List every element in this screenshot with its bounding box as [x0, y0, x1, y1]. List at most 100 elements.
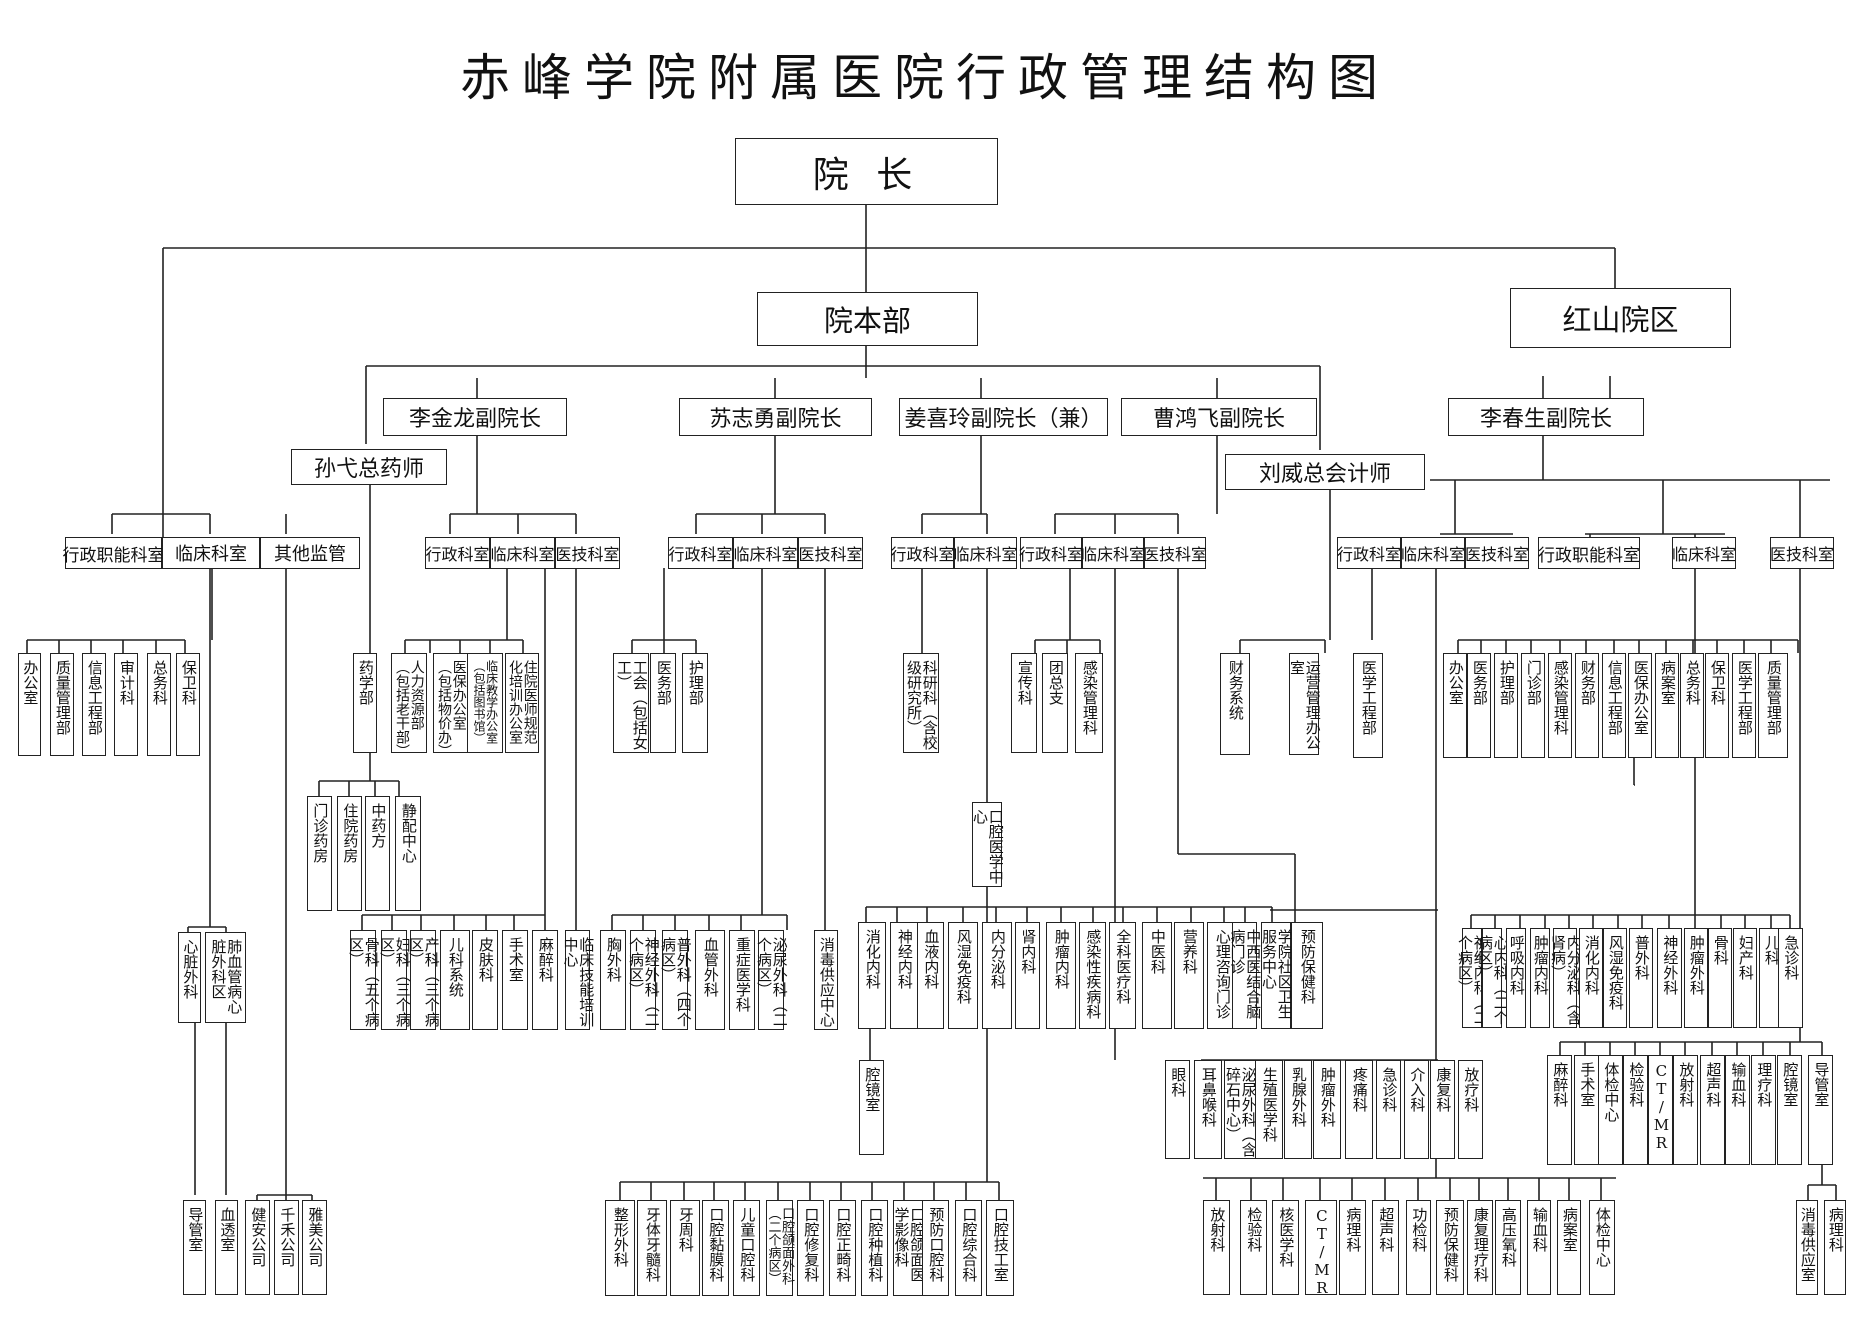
group-g1a: 行政职能科室: [63, 537, 165, 569]
dept-box: 腔镜室: [1777, 1055, 1802, 1165]
dept-box: 医学工程部: [1732, 653, 1756, 758]
dept-label: 导管室: [1812, 1062, 1831, 1107]
dept-label: 中医科: [1148, 929, 1167, 974]
node-main-campus: 院本部: [757, 292, 978, 346]
dept-box: 介入科: [1404, 1060, 1429, 1159]
dept-box: 妇科（三个病区）: [378, 930, 412, 1030]
dept-label: 麻醉科: [1551, 1062, 1570, 1107]
dept-label: 住院药房: [341, 803, 360, 863]
dept-label: 呼吸内科: [1507, 935, 1526, 995]
dept-box: 功检科: [1406, 1200, 1431, 1295]
dept-box: 麻醉科: [532, 930, 558, 1030]
dept-box: 康复理疗科: [1467, 1200, 1493, 1295]
dept-label: 功检科: [1410, 1207, 1429, 1252]
dept-box: 消毒供应中心: [814, 930, 838, 1030]
group-g6c: 医技科室: [1465, 537, 1529, 569]
dept-box: 门诊部: [1521, 653, 1545, 758]
dept-box: 保卫科: [176, 653, 200, 756]
dept-box: 口腔正畸科: [829, 1200, 856, 1296]
dept-box: 急诊科: [1778, 928, 1803, 1028]
dept-box: 体检中心: [1589, 1200, 1615, 1295]
dept-box: 雅美公司: [302, 1200, 327, 1295]
dept-label: 医保办公室: [1631, 660, 1650, 735]
dept-box: 导管室: [183, 1200, 206, 1295]
dept-box: 神经外科: [1657, 928, 1682, 1028]
dept-box: 普外科: [1629, 928, 1653, 1028]
dept-box: 导管室: [1808, 1055, 1833, 1165]
dept-label: 牙周科: [676, 1207, 695, 1252]
dept-box: 牙体牙髓科: [637, 1200, 667, 1296]
dept-label: 检验科: [1245, 1207, 1264, 1252]
dept-label: 心脏外科: [181, 939, 200, 999]
dept-box: 普外科（四个病区）: [659, 930, 693, 1030]
dept-label: 整形外科: [611, 1207, 630, 1267]
dept-box: 理疗科: [1751, 1055, 1776, 1165]
dept-box: 口腔种植科: [861, 1200, 888, 1296]
dept-label: 血液内科: [922, 929, 941, 989]
dept-box: 儿科系统: [440, 930, 470, 1030]
dept-box: CT/MR: [1648, 1055, 1673, 1165]
dept-box: 疼痛科: [1345, 1060, 1373, 1159]
dept-box: 肿瘤内科: [1046, 922, 1076, 1029]
dept-box: 信息工程部: [1602, 653, 1626, 758]
dept-label: 宣传科: [1015, 660, 1034, 705]
dept-box: 口腔颌面外科（二个病区）: [766, 1200, 794, 1296]
dept-label: 神经外科（二个病区）: [627, 937, 661, 1027]
dept-box: 耳鼻喉科: [1194, 1060, 1222, 1159]
dept-label: 检验科: [1627, 1062, 1646, 1107]
dept-label: 人力资源部（包括老干部）: [394, 660, 425, 758]
dept-label: 住院医师规范化培训办公室: [507, 660, 538, 744]
dept-label: 急诊科: [1782, 935, 1801, 980]
dept-label: 保卫科: [179, 660, 198, 705]
dept-box: 总务科: [147, 653, 171, 756]
dept-label: 病案室: [1658, 660, 1677, 705]
dept-box: 感染性疾病科: [1079, 922, 1106, 1029]
dept-box: 高压氧科: [1495, 1200, 1521, 1295]
dept-label: 预防保健科: [1441, 1207, 1460, 1282]
dept-label: 心内科（二个病区）: [1476, 935, 1510, 1025]
dept-label: 导管室: [186, 1207, 205, 1252]
dept-label: 消毒供应中心: [817, 937, 836, 1027]
dept-box: 麻醉科: [1547, 1055, 1572, 1165]
dept-label: 输血科: [1530, 1207, 1549, 1252]
dept-box: 血透室: [215, 1200, 238, 1295]
dept-box: 胸外科: [600, 930, 626, 1030]
dept-box: 住院医师规范化培训办公室: [505, 653, 539, 753]
dept-label: 中西医结合脑病门诊: [1228, 929, 1263, 1019]
dept-label: 儿童口腔科: [738, 1207, 757, 1282]
dept-label: 肾内科: [1019, 929, 1038, 974]
dept-label: 医保办公室（包括物价办）: [436, 660, 467, 758]
group-g2a: 行政科室: [425, 537, 490, 569]
group-g3b: 临床科室: [733, 537, 798, 569]
group-g2b: 临床科室: [490, 537, 555, 569]
dept-label: 骨科: [1711, 935, 1730, 965]
dept-label: 介入科: [1408, 1067, 1427, 1112]
dept-box: 生殖医学科: [1255, 1060, 1283, 1159]
dept-label: 肿瘤外科: [1687, 935, 1706, 995]
dept-box: 牙周科: [670, 1200, 700, 1296]
dept-label: 门诊药房: [311, 803, 330, 863]
dept-label: 乳腺外科: [1289, 1067, 1308, 1127]
dept-label: 神经外科: [1661, 935, 1680, 995]
dept-label: 办公室: [1446, 660, 1465, 705]
dept-box: 腔镜室: [859, 1060, 884, 1155]
dept-label: 保卫科: [1708, 660, 1727, 705]
dept-label: 办公室: [21, 660, 40, 705]
dept-box: 产科（三个病区）: [407, 930, 441, 1030]
dept-box: 消化内科: [1579, 928, 1603, 1028]
group-g2c: 医技科室: [555, 537, 620, 569]
dept-label: 健安公司: [249, 1207, 268, 1267]
dept-label: 全科医疗科: [1114, 929, 1133, 1004]
dept-box: 儿童口腔科: [733, 1200, 760, 1296]
group-g3a: 行政科室: [668, 537, 733, 569]
dept-label: 神经内科: [895, 929, 914, 989]
dept-box: 体检中心: [1598, 1055, 1623, 1165]
dept-label: 急诊科: [1380, 1067, 1399, 1112]
dept-label: 护理部: [1497, 660, 1516, 705]
dept-box: 营养科: [1174, 922, 1204, 1029]
dept-label: 财务部: [1578, 660, 1597, 705]
dept-label: 药学部: [356, 660, 375, 705]
group-g3c: 医技科室: [798, 537, 863, 569]
dept-box: 皮肤科: [472, 930, 498, 1030]
dept-label: 审计科: [117, 660, 136, 705]
